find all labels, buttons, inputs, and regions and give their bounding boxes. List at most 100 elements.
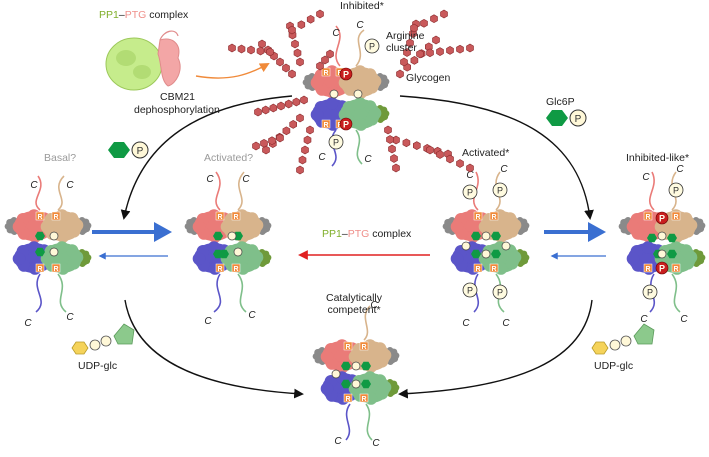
middle-complex-label: PP1–PTG complex [322, 228, 411, 240]
dephosphorylation-label: dephosphorylation [134, 104, 220, 116]
glucose-unit [440, 9, 448, 19]
arginine-glyph: R [491, 266, 496, 273]
phosphate-site [657, 231, 667, 241]
tail-phosphate-glyph: P [497, 288, 503, 298]
c-terminus-glyph: C [364, 154, 372, 165]
tail-phosphate-glyph: P [333, 138, 339, 148]
phosphate-site [49, 231, 59, 241]
tail-phosphate [492, 284, 508, 300]
arginine-box [35, 263, 45, 273]
glucose-unit [296, 165, 304, 175]
glucose-unit [293, 48, 302, 58]
glucose-unit [277, 101, 285, 111]
phospho-site [655, 211, 669, 225]
equilibrium-forward-left-head [154, 222, 172, 242]
arginine-box [215, 211, 225, 221]
arginine-box [489, 211, 499, 221]
c-terminus-glyph: C [242, 174, 250, 185]
glucose-unit [432, 35, 440, 45]
glucose-unit [288, 69, 296, 79]
glucose-unit [388, 144, 396, 154]
arginine-cluster-label: Arginine cluster [386, 30, 425, 54]
tail-phosphate [668, 182, 684, 198]
glucose-unit [410, 23, 418, 33]
glucose-unit [384, 125, 392, 135]
tail-phosphate-glyph: P [497, 186, 503, 196]
glc6p-site [213, 249, 223, 259]
phosphate-site [501, 241, 511, 251]
glc6p-icon: P [546, 109, 587, 127]
arginine-box [643, 211, 653, 221]
glucose-unit [396, 69, 404, 79]
terminal-tail [213, 273, 222, 313]
phospho-site [339, 117, 353, 131]
udp-glc-right-icon [591, 323, 655, 355]
arginine-box [473, 263, 483, 273]
arginine-glyph: R [645, 214, 650, 221]
basal-state-label: Basal? [44, 152, 77, 164]
phospho-glyph: P [343, 70, 349, 80]
glucose-unit [297, 20, 306, 30]
tail-phosphate [642, 284, 658, 300]
tail-phosphate [492, 182, 508, 198]
glucose-unit [266, 47, 274, 57]
glucose-unit [326, 49, 334, 59]
arginine-box [343, 393, 353, 403]
glucose-unit [300, 95, 308, 105]
terminal-tail [345, 403, 351, 441]
c-terminus-glyph: C [318, 152, 326, 163]
arginine-glyph: R [345, 396, 350, 403]
phosphate-site [351, 379, 361, 389]
subunit-green [338, 97, 382, 131]
equilibrium-forward-right-head [588, 222, 606, 242]
glucose-unit [402, 138, 411, 148]
c-terminus-glyph: C [462, 318, 470, 329]
activated-q-state-label: Activated? [204, 152, 254, 164]
glucose-unit [416, 49, 424, 59]
complex-binding-arrow [195, 63, 270, 79]
phosphate-site [353, 89, 363, 99]
arginine-glyph: R [53, 214, 58, 221]
tail-phosphate [364, 38, 380, 54]
phospho-glyph: P [659, 214, 665, 224]
glucose-unit [228, 43, 236, 53]
c-terminus-glyph: C [332, 28, 340, 39]
glc6p-site [471, 249, 481, 259]
arginine-box [489, 263, 499, 273]
glucose-unit [403, 48, 411, 57]
c-terminus-glyph: C [356, 20, 364, 31]
glucose-unit [426, 48, 434, 58]
glucose-unit [412, 141, 421, 150]
glucose-unit [436, 150, 444, 159]
terminal-tail [671, 273, 681, 313]
glucose-unit [298, 155, 307, 165]
udp-glc-right-label: UDP-glc [594, 360, 634, 372]
glc6p-site [491, 231, 501, 241]
glucose-unit [420, 18, 428, 28]
top-complex-rest: complex [146, 9, 189, 21]
glucose-unit [301, 145, 309, 155]
glucose-unit [282, 63, 290, 73]
tail-phosphate-glyph: P [467, 188, 473, 198]
middle-complex-sep: – [341, 228, 348, 240]
c-terminus-glyph: C [372, 438, 380, 449]
glc6p-phosphate-glyph: P [575, 114, 582, 125]
udp-glc-left-label: UDP-glc [78, 360, 118, 372]
glc6p-site [35, 247, 45, 257]
glucose-unit [276, 57, 284, 67]
phosphate-site [331, 369, 341, 379]
terminal-tail [35, 175, 42, 211]
middle-complex-ptg: PTG [347, 228, 370, 240]
c-terminus-glyph: C [24, 318, 32, 329]
glucose-unit [262, 145, 270, 155]
terminal-tail [215, 171, 221, 211]
glc6p-site [361, 361, 371, 371]
glucose-unit [406, 38, 414, 48]
glucose-unit [289, 120, 298, 129]
glucose-unit [252, 141, 260, 151]
glucose-unit [430, 14, 438, 24]
glucose-unit [306, 125, 314, 135]
phosphate-site [481, 249, 491, 259]
